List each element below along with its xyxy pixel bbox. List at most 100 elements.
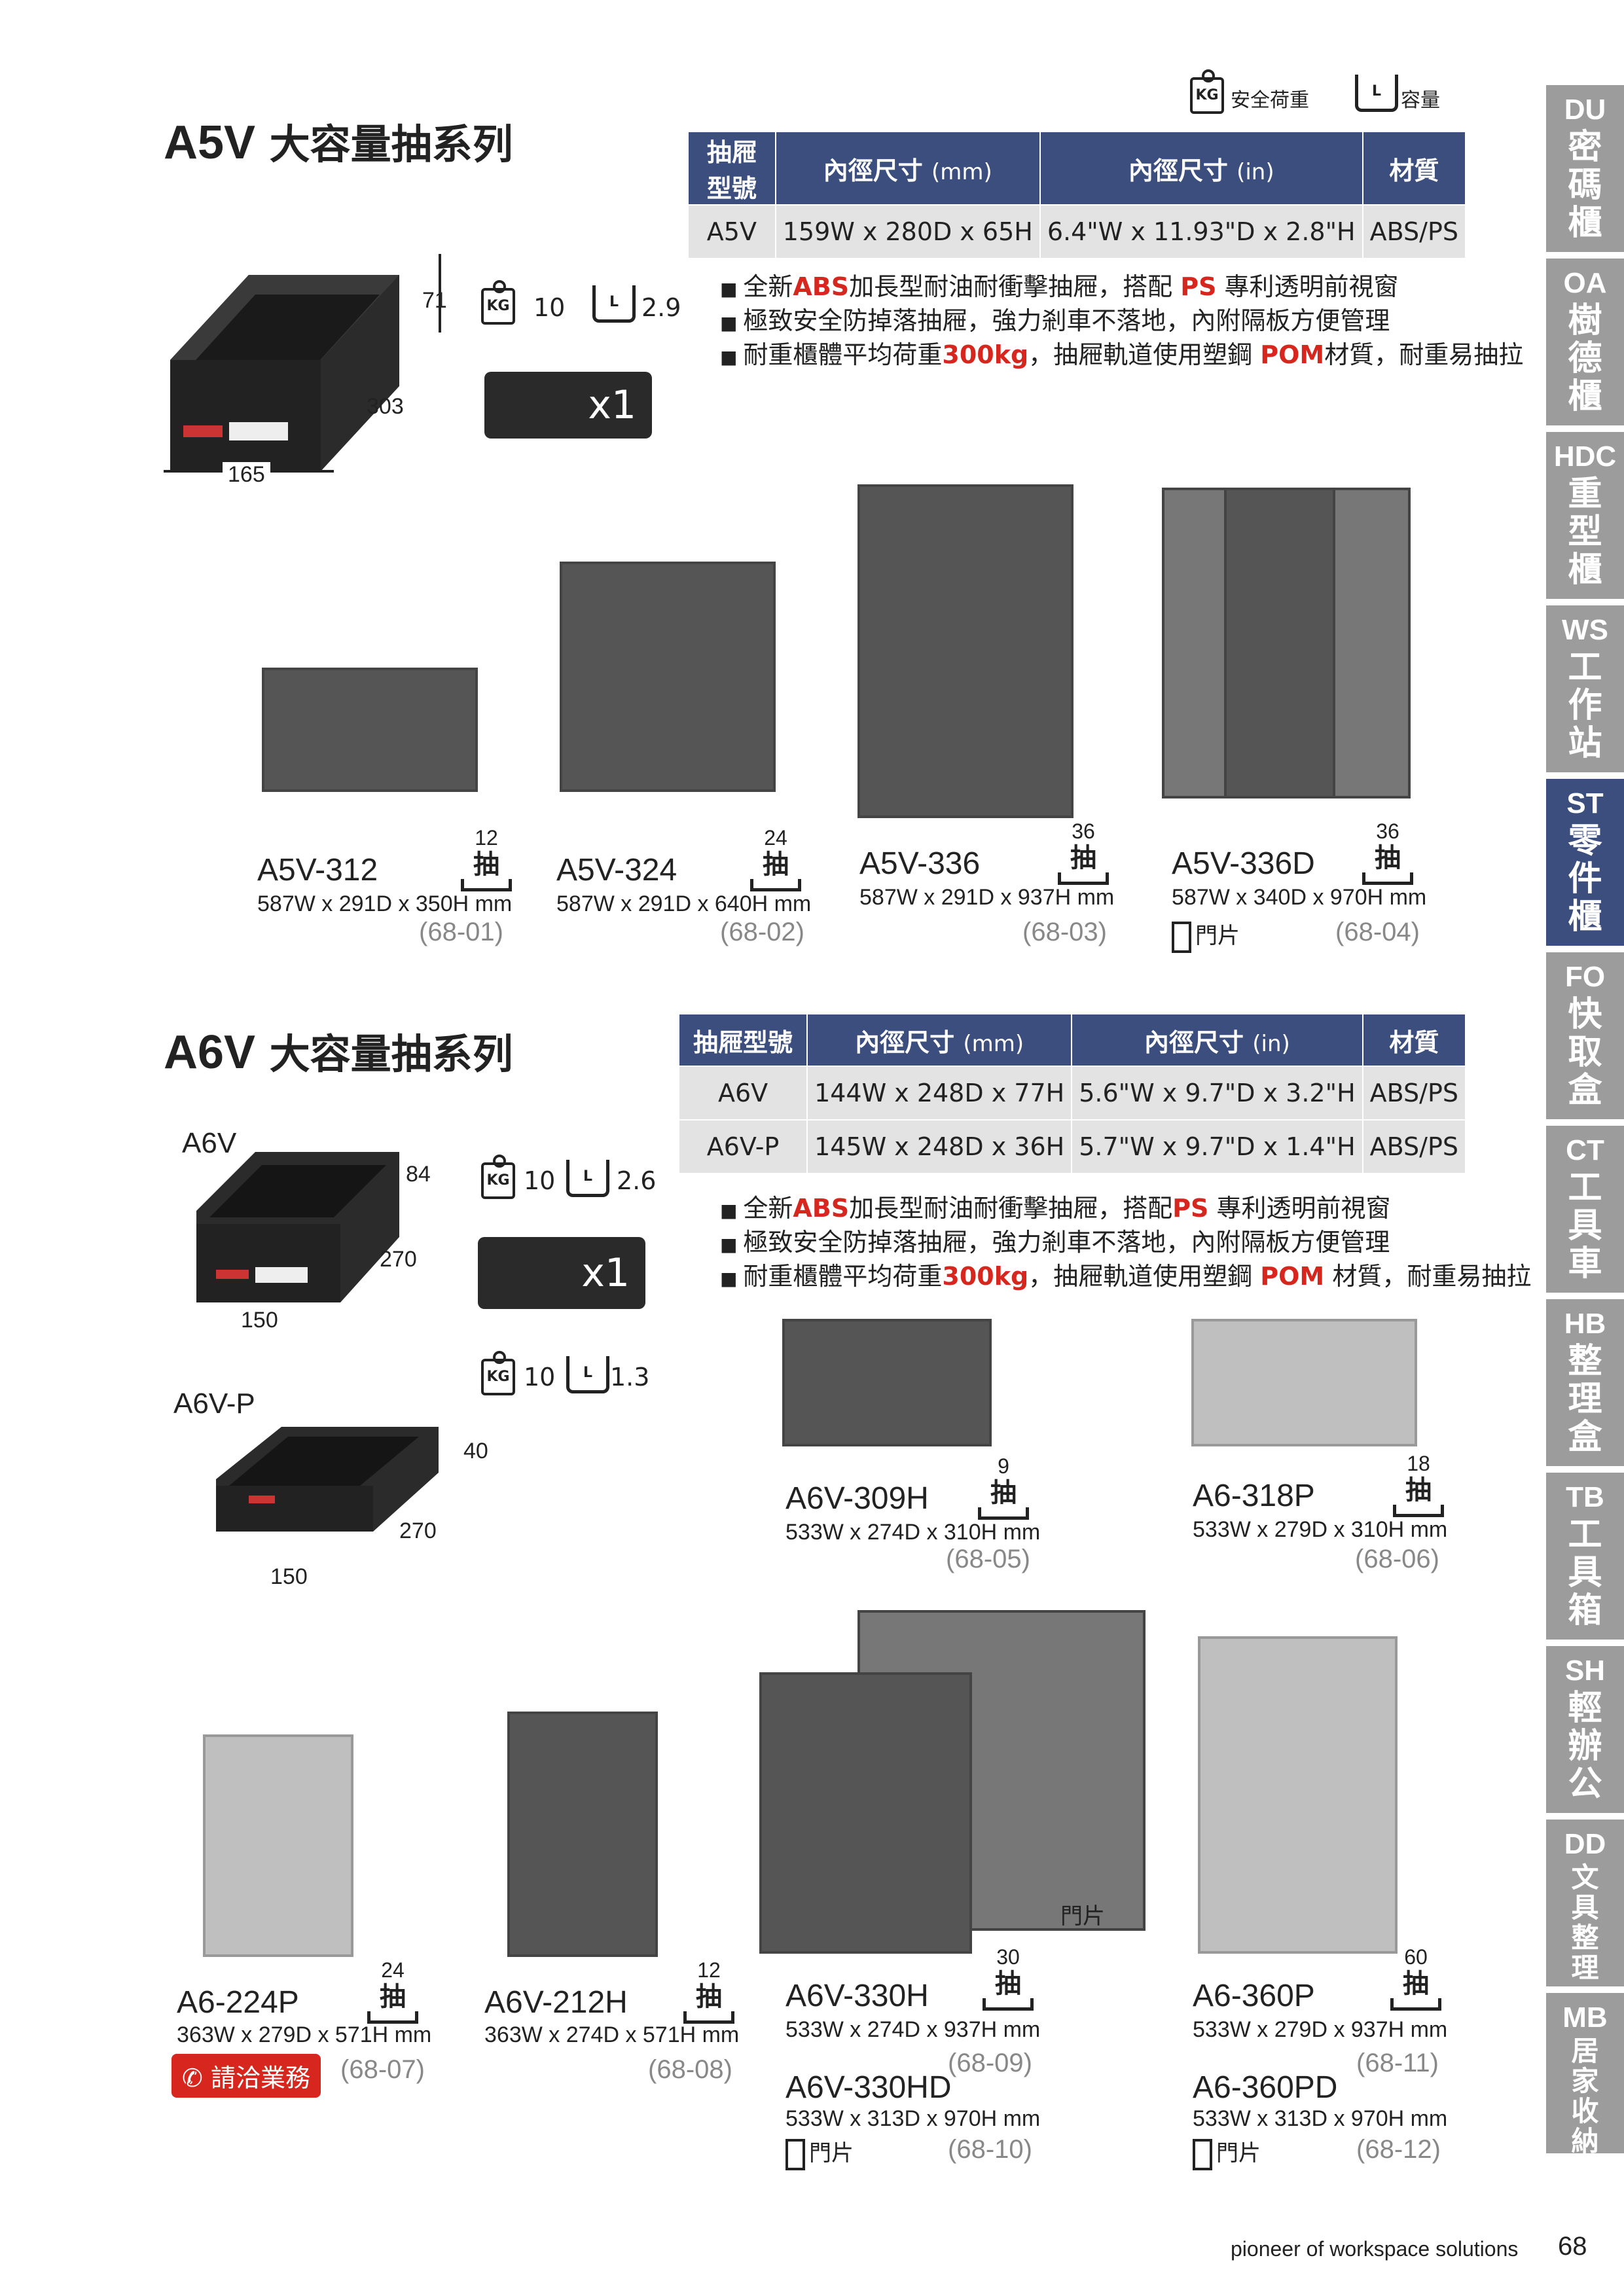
product-ref: (68-12) — [1356, 2135, 1441, 2164]
sidebar-tab-name: 工 具 箱 — [1568, 1515, 1602, 1630]
sidebar-tab-code: TB — [1566, 1481, 1604, 1513]
product-dim: 363W x 274D x 571H mm — [484, 2022, 740, 2047]
product-ref: (68-09) — [948, 2049, 1032, 2077]
product-model: A5V-312 — [257, 853, 378, 888]
a5v-324-image — [560, 562, 776, 792]
volume-icon: L — [566, 1356, 609, 1393]
sidebar-tab-name: 重 型 櫃 — [1568, 475, 1602, 590]
table-cell: 159W x 280D x 65H — [774, 204, 1041, 259]
sidebar-tab-name: 密 碼 櫃 — [1568, 128, 1602, 243]
a6v-drawer-image — [196, 1152, 399, 1302]
a5v-title-code: A5V — [164, 117, 256, 169]
product-ref: (68-08) — [648, 2055, 732, 2084]
volume-icon: L — [1355, 75, 1398, 112]
a6vp-drawer-image — [216, 1427, 439, 1532]
a6v-title-code: A6V — [164, 1026, 256, 1079]
product-dim: 533W x 274D x 310H mm — [785, 1520, 1041, 1545]
a6v-dim-d: 270 — [380, 1247, 417, 1272]
product-dim: 533W x 274D x 937H mm — [785, 2017, 1041, 2042]
a5v-336-image — [857, 484, 1074, 818]
a6v-spec-table: 抽屜型號 內徑尺寸 (mm) 內徑尺寸 (in) 材質 A6V 144W x 2… — [677, 1013, 1467, 1174]
col-drawer-model: 抽屜型號 — [677, 1013, 808, 1067]
product-ref: (68-10) — [948, 2135, 1032, 2164]
a6v-section-title: A6V 大容量抽系列 — [164, 1021, 513, 1080]
table-cell: ABS/PS — [1362, 204, 1467, 259]
door-icon — [785, 2139, 805, 2171]
col-material: 材質 — [1362, 131, 1467, 206]
product-model: A5V-336D — [1172, 846, 1315, 881]
sidebar-tab-code: HB — [1564, 1308, 1606, 1340]
a6vp-dim-h: 40 — [463, 1439, 488, 1463]
sidebar-tab-name: 居 家 收 納 — [1571, 2035, 1599, 2157]
a6vp-dim-w: 150 — [265, 1564, 313, 1590]
table-cell: ABS/PS — [1362, 1119, 1467, 1174]
product-dim: 533W x 313D x 970H mm — [1193, 2106, 1448, 2131]
a6v-qty: x1 — [581, 1250, 630, 1296]
product-dim: 587W x 340D x 970H mm — [1172, 885, 1427, 910]
a5v-load: 10 — [533, 293, 566, 322]
product-model: A6-224P — [177, 1985, 299, 2020]
product-dim: 363W x 279D x 571H mm — [177, 2022, 432, 2047]
sidebar-tab-name: 樹 德 櫃 — [1568, 301, 1602, 416]
table-cell: 5.6"W x 9.7"D x 3.2"H — [1071, 1066, 1363, 1121]
product-ref: (68-05) — [946, 1545, 1030, 1573]
phone-icon: ✆ — [182, 2064, 203, 2092]
a6v-dim-w: 150 — [236, 1308, 283, 1333]
col-size-in: 內徑尺寸 (in) — [1039, 131, 1363, 206]
sidebar-tab-code: DU — [1564, 94, 1606, 126]
product-ref: (68-07) — [340, 2055, 425, 2084]
load-icon: KG — [1190, 69, 1224, 114]
product-model: A6-360PD — [1193, 2070, 1338, 2105]
product-ref: (68-06) — [1355, 1545, 1439, 1573]
list-item: 耐重櫃體平均荷重300kg，抽屜軌道使用塑鋼 POM 材質，耐重易抽拉 — [720, 1261, 1531, 1295]
col-drawer-model: 抽屜型號 — [687, 131, 776, 206]
product-ref: (68-02) — [720, 918, 804, 946]
door-icon — [1193, 2139, 1212, 2171]
sidebar-tab-name: 整 理 盒 — [1568, 1342, 1602, 1457]
legend-volume-label: 容量 — [1401, 89, 1440, 112]
col-size-mm: 內徑尺寸 (mm) — [774, 131, 1041, 206]
door-label: 門片 — [785, 2135, 854, 2171]
product-dim: 533W x 279D x 937H mm — [1193, 2017, 1448, 2042]
table-cell: A5V — [687, 204, 776, 259]
sidebar-tab-name: 工 具 車 — [1568, 1168, 1602, 1283]
a6vp-load: 10 — [524, 1363, 556, 1391]
col-size-in: 內徑尺寸 (in) — [1071, 1013, 1363, 1067]
load-icon: KG — [481, 280, 515, 325]
volume-icon: L — [566, 1160, 609, 1197]
sidebar-tab-code: CT — [1566, 1134, 1604, 1166]
table-cell: 5.7"W x 9.7"D x 1.4"H — [1071, 1119, 1363, 1174]
product-dim: 587W x 291D x 937H mm — [859, 885, 1115, 910]
a5v-divider-image: x1 — [484, 372, 652, 439]
sidebar-tab-code: MB — [1562, 2001, 1608, 2034]
sidebar-tab-name: 零 件 櫃 — [1568, 821, 1602, 937]
a6v-309h-image — [782, 1319, 992, 1446]
sidebar-tab-code: ST — [1566, 787, 1604, 819]
a5v-dim-d: 303 — [367, 394, 404, 419]
table-cell: A6V — [677, 1066, 808, 1121]
product-model: A6V-309H — [785, 1481, 929, 1516]
a5v-312-image — [262, 668, 478, 792]
load-icon: KG — [481, 1351, 515, 1395]
a5v-title-text: 大容量抽系列 — [269, 120, 513, 168]
a6v-dim-h: 84 — [406, 1162, 431, 1187]
a5v-qty: x1 — [588, 382, 636, 428]
list-item: 耐重櫃體平均荷重300kg，抽屜軌道使用塑鋼 POM材質，耐重易抽拉 — [720, 339, 1523, 373]
table-row: A6V-P 145W x 248D x 36H 5.7"W x 9.7"D x … — [677, 1119, 1467, 1174]
a6vp-dim-d: 270 — [399, 1518, 437, 1543]
